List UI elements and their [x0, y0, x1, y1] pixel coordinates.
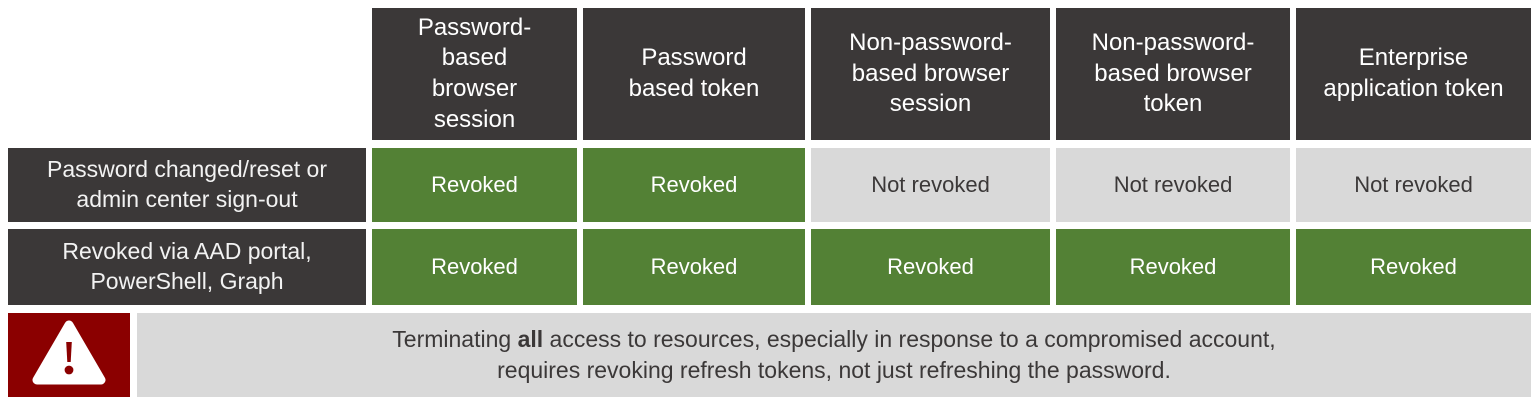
column-header-password-based-token: Password based token — [583, 8, 805, 140]
warning-icon-box — [8, 313, 130, 397]
column-header-non-password-based-browser-session: Non-password- based browser session — [811, 8, 1050, 140]
warning-banner-line2: requires revoking refresh tokens, not ju… — [497, 357, 1171, 383]
table-cell: Revoked — [1056, 229, 1290, 305]
column-header-non-password-based-browser-token: Non-password- based browser token — [1056, 8, 1290, 140]
warning-icon — [32, 320, 106, 391]
column-header-enterprise-application-token: Enterprise application token — [1296, 8, 1531, 140]
table-cell: Revoked — [372, 148, 577, 222]
table-cell: Revoked — [583, 148, 805, 222]
table-row-revoked-via-aad: Revoked via AAD portal, PowerShell, Grap… — [0, 229, 1536, 305]
warning-banner-text: Terminating all access to resources, esp… — [137, 313, 1531, 397]
table-corner-spacer — [8, 8, 366, 140]
table-header-row: Password- based browser session Password… — [0, 8, 1536, 140]
table-cell: Not revoked — [1296, 148, 1531, 222]
table-row-password-changed: Password changed/reset or admin center s… — [0, 148, 1536, 222]
table-cell: Revoked — [811, 229, 1050, 305]
column-header-password-based-browser-session: Password- based browser session — [372, 8, 577, 140]
table-cell: Not revoked — [1056, 148, 1290, 222]
warning-banner: Terminating all access to resources, esp… — [8, 313, 1531, 397]
table-cell: Revoked — [1296, 229, 1531, 305]
row-label-password-changed: Password changed/reset or admin center s… — [8, 148, 366, 222]
row-label-revoked-via-aad: Revoked via AAD portal, PowerShell, Grap… — [8, 229, 366, 305]
table-cell: Not revoked — [811, 148, 1050, 222]
warning-banner-line1: Terminating all access to resources, esp… — [392, 325, 1276, 352]
table-cell: Revoked — [372, 229, 577, 305]
warning-banner-bold-all: all — [517, 325, 544, 352]
table-cell: Revoked — [583, 229, 805, 305]
